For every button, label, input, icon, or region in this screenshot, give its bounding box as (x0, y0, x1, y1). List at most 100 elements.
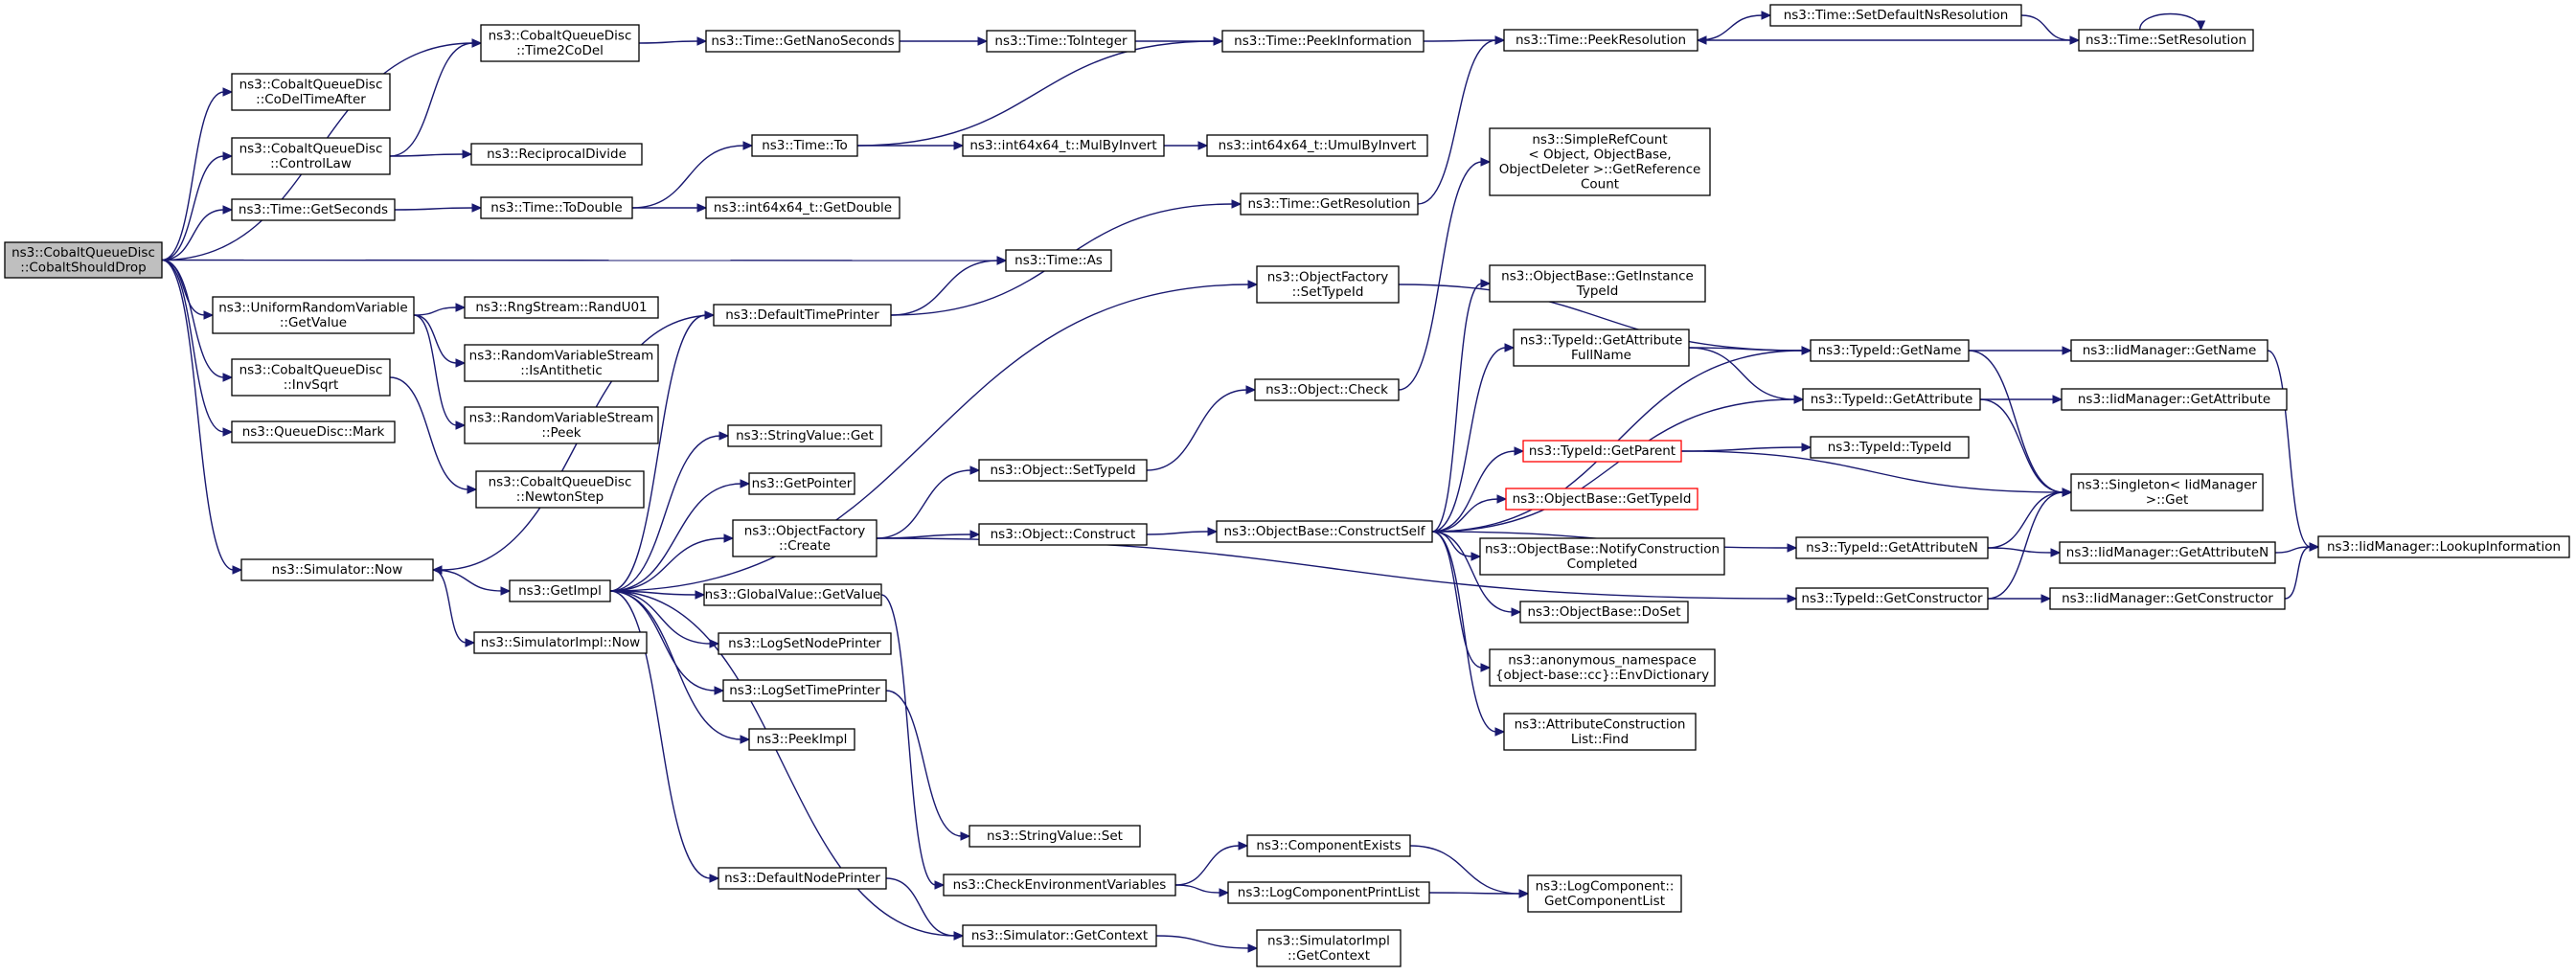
node-getimpl[interactable]: ns3::GetImpl (509, 579, 611, 602)
node-reciprocaldivide[interactable]: ns3::ReciprocalDivide (470, 143, 643, 166)
node-randu01[interactable]: ns3::RngStream::RandU01 (464, 296, 659, 319)
edge-line (1431, 398, 1796, 533)
edge-line (161, 259, 225, 378)
edge-line (2020, 14, 2072, 41)
node-simimplnow[interactable]: ns3::SimulatorImpl::Now (473, 631, 648, 654)
node-logsetnodeprinter[interactable]: ns3::LogSetNodePrinter (718, 632, 892, 655)
node-defaulttimeprinter[interactable]: ns3::DefaultTimePrinter (713, 304, 892, 327)
node-stringvalueset[interactable]: ns3::StringValue::Set (969, 825, 1141, 848)
node-getdouble[interactable]: ns3::int64x64_t::GetDouble (705, 196, 900, 219)
node-tidgetconstructor[interactable]: ns3::TypeId::GetConstructor (1795, 587, 1989, 610)
arrowhead-icon (1247, 943, 1259, 953)
edge-getimpl-to-ofcreate (609, 533, 735, 592)
node-ofsettypeid[interactable]: ns3::ObjectFactory::SetTypeId (1256, 265, 1400, 304)
node-setresolution[interactable]: ns3::Time::SetResolution (2078, 29, 2254, 52)
node-defaultnodeprinter[interactable]: ns3::DefaultNodePrinter (718, 867, 887, 890)
node-controllaw[interactable]: ns3::CobaltQueueDisc::ControlLaw (231, 137, 391, 175)
node-tidgetattributen[interactable]: ns3::TypeId::GetAttributeN (1795, 536, 1989, 559)
node-uniformgetvalue[interactable]: ns3::UniformRandomVariable::GetValue (212, 296, 415, 334)
node-iidgetattribute[interactable]: ns3::IidManager::GetAttribute (2061, 388, 2288, 411)
node-simimplgetcontext[interactable]: ns3::SimulatorImpl::GetContext (1256, 929, 1402, 967)
node-getnanoseconds[interactable]: ns3::Time::GetNanoSeconds (705, 30, 900, 53)
node-simgetcontext[interactable]: ns3::Simulator::GetContext (962, 924, 1157, 947)
edge-line (2274, 546, 2312, 554)
node-peekresolution[interactable]: ns3::Time::PeekResolution (1503, 29, 1698, 52)
node-invsqrt[interactable]: ns3::CobaltQueueDisc::InvSqrt (231, 358, 391, 397)
node-singletonget[interactable]: ns3::Singleton< IidManager>::Get (2070, 473, 2264, 511)
node-tidgetname[interactable]: ns3::TypeId::GetName (1810, 339, 1970, 362)
node-peekinformation[interactable]: ns3::Time::PeekInformation (1221, 30, 1425, 53)
node-iidgetconstructor[interactable]: ns3::IidManager::GetConstructor (2049, 587, 2286, 610)
node-box (718, 867, 887, 890)
edge-getnanoseconds-to-tointeger (900, 36, 989, 46)
node-tointeger[interactable]: ns3::Time::ToInteger (986, 30, 1136, 53)
node-label: ns3::CobaltQueueDisc (489, 28, 632, 43)
node-obgettypeid[interactable]: ns3::ObjectBase::GetTypeId (1505, 488, 1698, 511)
node-label: ::NewtonStep (516, 489, 604, 505)
edge-line (1680, 450, 2064, 493)
node-notifyconstruction[interactable]: ns3::ObjectBase::NotifyConstructionCompl… (1479, 537, 1725, 576)
node-rvspeek[interactable]: ns3::RandomVariableStream::Peek (464, 406, 659, 444)
node-umulbyinvert[interactable]: ns3::int64x64_t::UmulByInvert (1206, 134, 1428, 157)
node-iidgetattributen[interactable]: ns3::IidManager::GetAttributeN (2059, 541, 2276, 564)
node-checkenv[interactable]: ns3::CheckEnvironmentVariables (943, 874, 1176, 897)
node-typeidctor[interactable]: ns3::TypeId::TypeId (1810, 436, 1970, 459)
edge-getattributefullname-to-tidgetattribute (1688, 347, 1805, 404)
node-constructself[interactable]: ns3::ObjectBase::ConstructSelf (1216, 520, 1433, 543)
node-label: ns3::CobaltQueueDisc (239, 77, 383, 92)
node-envdictionary[interactable]: ns3::anonymous_namespace{object-base::cc… (1489, 648, 1716, 687)
node-setdefaultnsres[interactable]: ns3::Time::SetDefaultNsResolution (1769, 4, 2022, 27)
node-mulbyinvert[interactable]: ns3::int64x64_t::MulByInvert (962, 134, 1165, 157)
arrowhead-icon (222, 151, 234, 161)
node-simnow[interactable]: ns3::Simulator::Now (240, 558, 434, 581)
node-label: ns3::RngStream::RandU01 (475, 300, 647, 315)
edge-uniformgetvalue-to-randu01 (413, 303, 467, 316)
edge-constructself-to-obgetinstancetypeid (1431, 279, 1492, 533)
node-getparent[interactable]: ns3::TypeId::GetParent (1522, 440, 1682, 463)
node-root[interactable]: ns3::CobaltQueueDisc::CobaltShouldDrop (4, 241, 163, 279)
node-logsettimeprinter[interactable]: ns3::LogSetTimePrinter (722, 679, 887, 702)
node-label: ns3::DefaultTimePrinter (725, 307, 879, 323)
arrowhead-icon (1801, 443, 1812, 452)
arrowhead-icon (1219, 888, 1230, 897)
node-getpointer[interactable]: ns3::GetPointer (748, 472, 855, 495)
node-mark[interactable]: ns3::QueueDisc::Mark (231, 420, 396, 443)
node-newtonstep[interactable]: ns3::CobaltQueueDisc::NewtonStep (475, 470, 645, 509)
node-logcomponentprintlist[interactable]: ns3::LogComponentPrintList (1227, 881, 1430, 904)
node-getcomponentlist[interactable]: ns3::LogComponent::GetComponentList (1527, 874, 1682, 913)
node-objconstruct[interactable]: ns3::Object::Construct (978, 523, 1148, 546)
node-label: ns3::GetImpl (518, 583, 602, 599)
node-objsettypeid[interactable]: ns3::Object::SetTypeId (978, 459, 1148, 482)
node-objcheck[interactable]: ns3::Object::Check (1254, 378, 1400, 401)
node-getseconds[interactable]: ns3::Time::GetSeconds (231, 198, 396, 221)
arrowhead-icon (2040, 594, 2052, 603)
node-lookupinformation[interactable]: ns3::IidManager::LookupInformation (2317, 535, 2570, 558)
node-iidgetname[interactable]: ns3::IidManager::GetName (2070, 339, 2268, 362)
node-stringvalueget[interactable]: ns3::StringValue::Get (727, 424, 882, 447)
node-todouble[interactable]: ns3::Time::ToDouble (480, 196, 633, 219)
node-label: ns3::SimpleRefCount (1532, 132, 1667, 148)
node-time2codel[interactable]: ns3::CobaltQueueDisc::Time2CoDel (480, 24, 640, 62)
node-dosset[interactable]: ns3::ObjectBase::DoSet (1519, 601, 1689, 624)
node-isantithetic[interactable]: ns3::RandomVariableStream::IsAntithetic (464, 344, 659, 382)
node-simplerefcount[interactable]: ns3::SimpleRefCount< Object, ObjectBase,… (1489, 127, 1711, 196)
node-box (1527, 874, 1682, 913)
node-codeltimeafter[interactable]: ns3::CobaltQueueDisc::CoDelTimeAfter (231, 73, 391, 111)
node-timeto[interactable]: ns3::Time::To (751, 134, 858, 157)
node-label: ns3::Time::To (762, 138, 848, 153)
node-globalvalueget[interactable]: ns3::GlobalValue::GetValue (703, 583, 882, 606)
node-timeas[interactable]: ns3::Time::As (1005, 249, 1112, 272)
node-box (1810, 436, 1970, 459)
edge-line (609, 590, 956, 937)
node-tidgetattribute[interactable]: ns3::TypeId::GetAttribute (1802, 388, 1981, 411)
node-componentexists[interactable]: ns3::ComponentExists (1246, 834, 1411, 857)
node-getresolution[interactable]: ns3::Time::GetResolution (1240, 193, 1419, 216)
node-peekimpl[interactable]: ns3::PeekImpl (748, 728, 855, 751)
node-ofcreate[interactable]: ns3::ObjectFactory::Create (732, 519, 878, 557)
edge-line (389, 42, 474, 157)
arrowhead-icon (969, 530, 981, 539)
node-label: ns3::SimulatorImpl (1267, 933, 1390, 948)
